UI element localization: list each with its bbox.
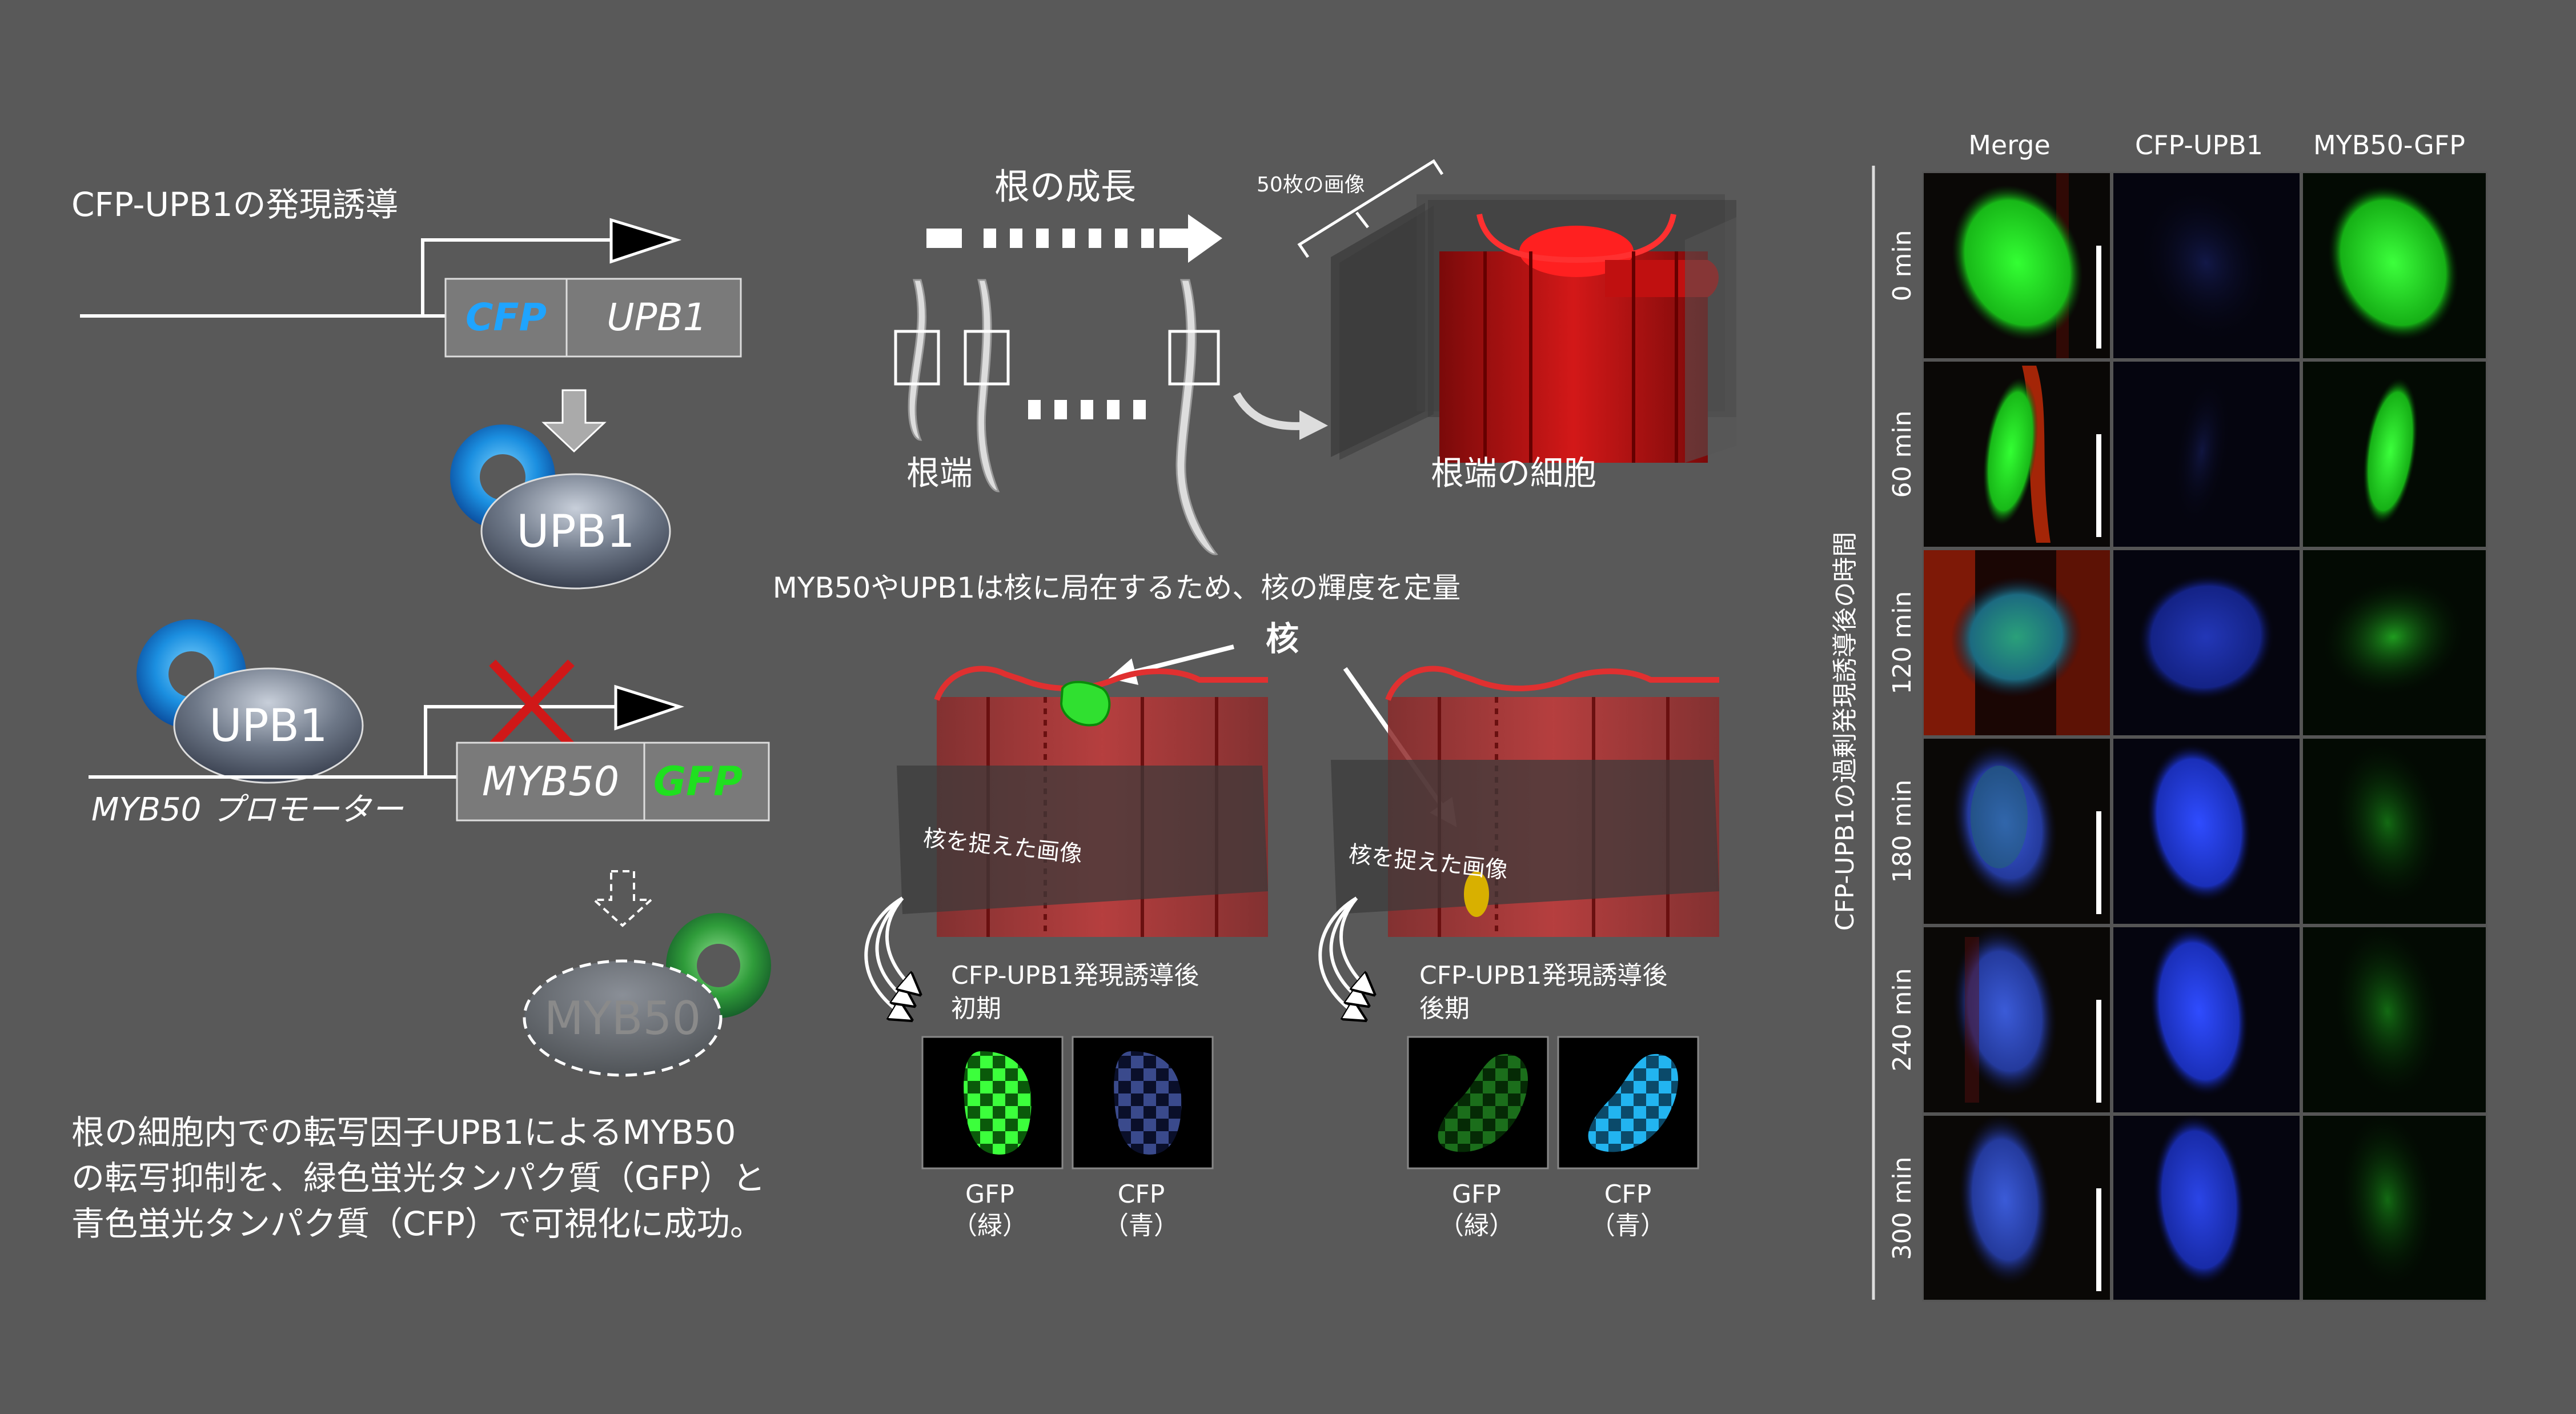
- translation-arrow: [541, 389, 607, 453]
- thumb-cfp-late-label: CFP: [1604, 1180, 1652, 1209]
- row-label-180: 180 min: [1888, 780, 1917, 883]
- row-label-240: 240 min: [1888, 968, 1917, 1072]
- root-tip-cells-label: 根端の細胞: [1431, 454, 1596, 492]
- zoom-arrow: [1233, 392, 1309, 430]
- column-header-cfp-upb1: CFP-UPB1: [2135, 130, 2263, 161]
- upb1-protein-2-label: UPB1: [209, 700, 327, 752]
- nucleus-label: 核: [1266, 619, 1299, 658]
- myb50-protein: [523, 959, 723, 1077]
- micrograph-row-0: [1924, 173, 2486, 358]
- upb1-protein-1-label: UPB1: [516, 506, 635, 558]
- summary-line-2: の転写抑制を、緑色蛍光タンパク質（GFP）と: [71, 1159, 765, 1197]
- upb1-protein-1: [480, 473, 671, 590]
- root-tips: [894, 279, 1220, 555]
- early-label-line-1: CFP-UPB1発現誘導後: [951, 961, 1199, 990]
- late-label-line-2: 後期: [1419, 994, 1470, 1023]
- row-label-120: 120 min: [1888, 591, 1917, 695]
- tss-arrowhead-1: [609, 218, 682, 264]
- column-header-myb50-gfp: MYB50-GFP: [2313, 130, 2465, 161]
- gene-box-upb1: [565, 278, 742, 358]
- thumb-cfp-early-label: CFP: [1118, 1180, 1165, 1209]
- gene-upb1-label: UPB1: [607, 295, 707, 339]
- root-tip-label: 根端: [906, 454, 973, 492]
- late-label-line-1: CFP-UPB1発現誘導後: [1419, 961, 1667, 990]
- summary-line-3: 青色蛍光タンパク質（CFP）で可視化に成功。: [71, 1204, 763, 1243]
- row-label-60: 60 min: [1888, 411, 1917, 498]
- thumb-gfp-early-label: GFP: [965, 1180, 1014, 1209]
- nucleus-note: MYB50やUPB1は核に局在するため、核の輝度を定量: [773, 571, 1460, 604]
- thumb-gfp-early-sublabel: （緑）: [952, 1211, 1028, 1240]
- thumb-cfp-early-sublabel: （青）: [1104, 1211, 1179, 1240]
- thumb-cfp-late: [1557, 1036, 1699, 1169]
- images-count-label: 50枚の画像: [1257, 173, 1365, 197]
- left-panel: CFP-UPB1の発現誘導 CFP UPB1 UPB1 UPB1 MYB50 G…: [71, 185, 771, 1243]
- upb1-protein-2: [173, 667, 364, 784]
- row-label-0: 0 min: [1888, 230, 1917, 302]
- gene-cfp-label: CFP: [466, 295, 547, 339]
- early-cell-stack: [897, 666, 1268, 937]
- gene-myb50-label: MYB50: [482, 758, 619, 805]
- thumb-cfp-early: [1072, 1036, 1214, 1169]
- growth-arrow: [926, 214, 1222, 263]
- micrograph-row-300: [1924, 1114, 2486, 1300]
- gene-box-myb50: [456, 742, 645, 822]
- right-panel: Merge CFP-UPB1 MYB50-GFP CFP-UPB1の過剰発現誘導…: [1831, 130, 2487, 1301]
- repression-cross-icon: [489, 659, 575, 749]
- middle-panel: 根の成長 根端: [773, 159, 1736, 1240]
- early-label-line-2: 初期: [951, 994, 1001, 1023]
- gene-box-gfp: [643, 742, 770, 822]
- late-split-arrows: [1318, 896, 1374, 1020]
- gene-box-cfp: [444, 278, 568, 358]
- late-cell-stack: [1331, 666, 1719, 937]
- blocked-translation-arrow: [591, 870, 655, 927]
- thumb-gfp-late-label: GFP: [1452, 1180, 1501, 1209]
- early-split-arrows: [864, 896, 920, 1020]
- summary-line-1: 根の細胞内での転写因子UPB1によるMYB50: [71, 1113, 736, 1152]
- micrograph-row-180: [1924, 739, 2486, 924]
- row-label-300: 300 min: [1888, 1157, 1917, 1260]
- root-cell-stack: [1331, 194, 1736, 463]
- root-growth-label: 根の成長: [994, 166, 1136, 207]
- tss-arrow-1: [421, 238, 617, 316]
- tss-arrow-2: [424, 705, 620, 777]
- gene-gfp-label: GFP: [653, 758, 743, 805]
- thumb-gfp-late: [1407, 1036, 1549, 1169]
- time-axis-label: CFP-UPB1の過剰発現誘導後の時間: [1831, 532, 1860, 931]
- thumb-gfp-early: [921, 1036, 1064, 1169]
- promoter-label: MYB50 プロモーター: [91, 791, 404, 828]
- images-bracket: [1297, 159, 1444, 258]
- myb50-protein-label: MYB50: [544, 992, 701, 1045]
- thumb-cfp-late-sublabel: （青）: [1590, 1211, 1666, 1240]
- micrograph-row-240: [1924, 926, 2486, 1112]
- tss-arrowhead-2: [614, 684, 685, 731]
- micrograph-row-120: [1924, 550, 2486, 735]
- thumb-gfp-late-sublabel: （緑）: [1439, 1211, 1514, 1240]
- induction-title: CFP-UPB1の発現誘導: [71, 185, 399, 224]
- column-header-merge: Merge: [1968, 130, 2051, 161]
- micrograph-row-60: [1924, 362, 2486, 547]
